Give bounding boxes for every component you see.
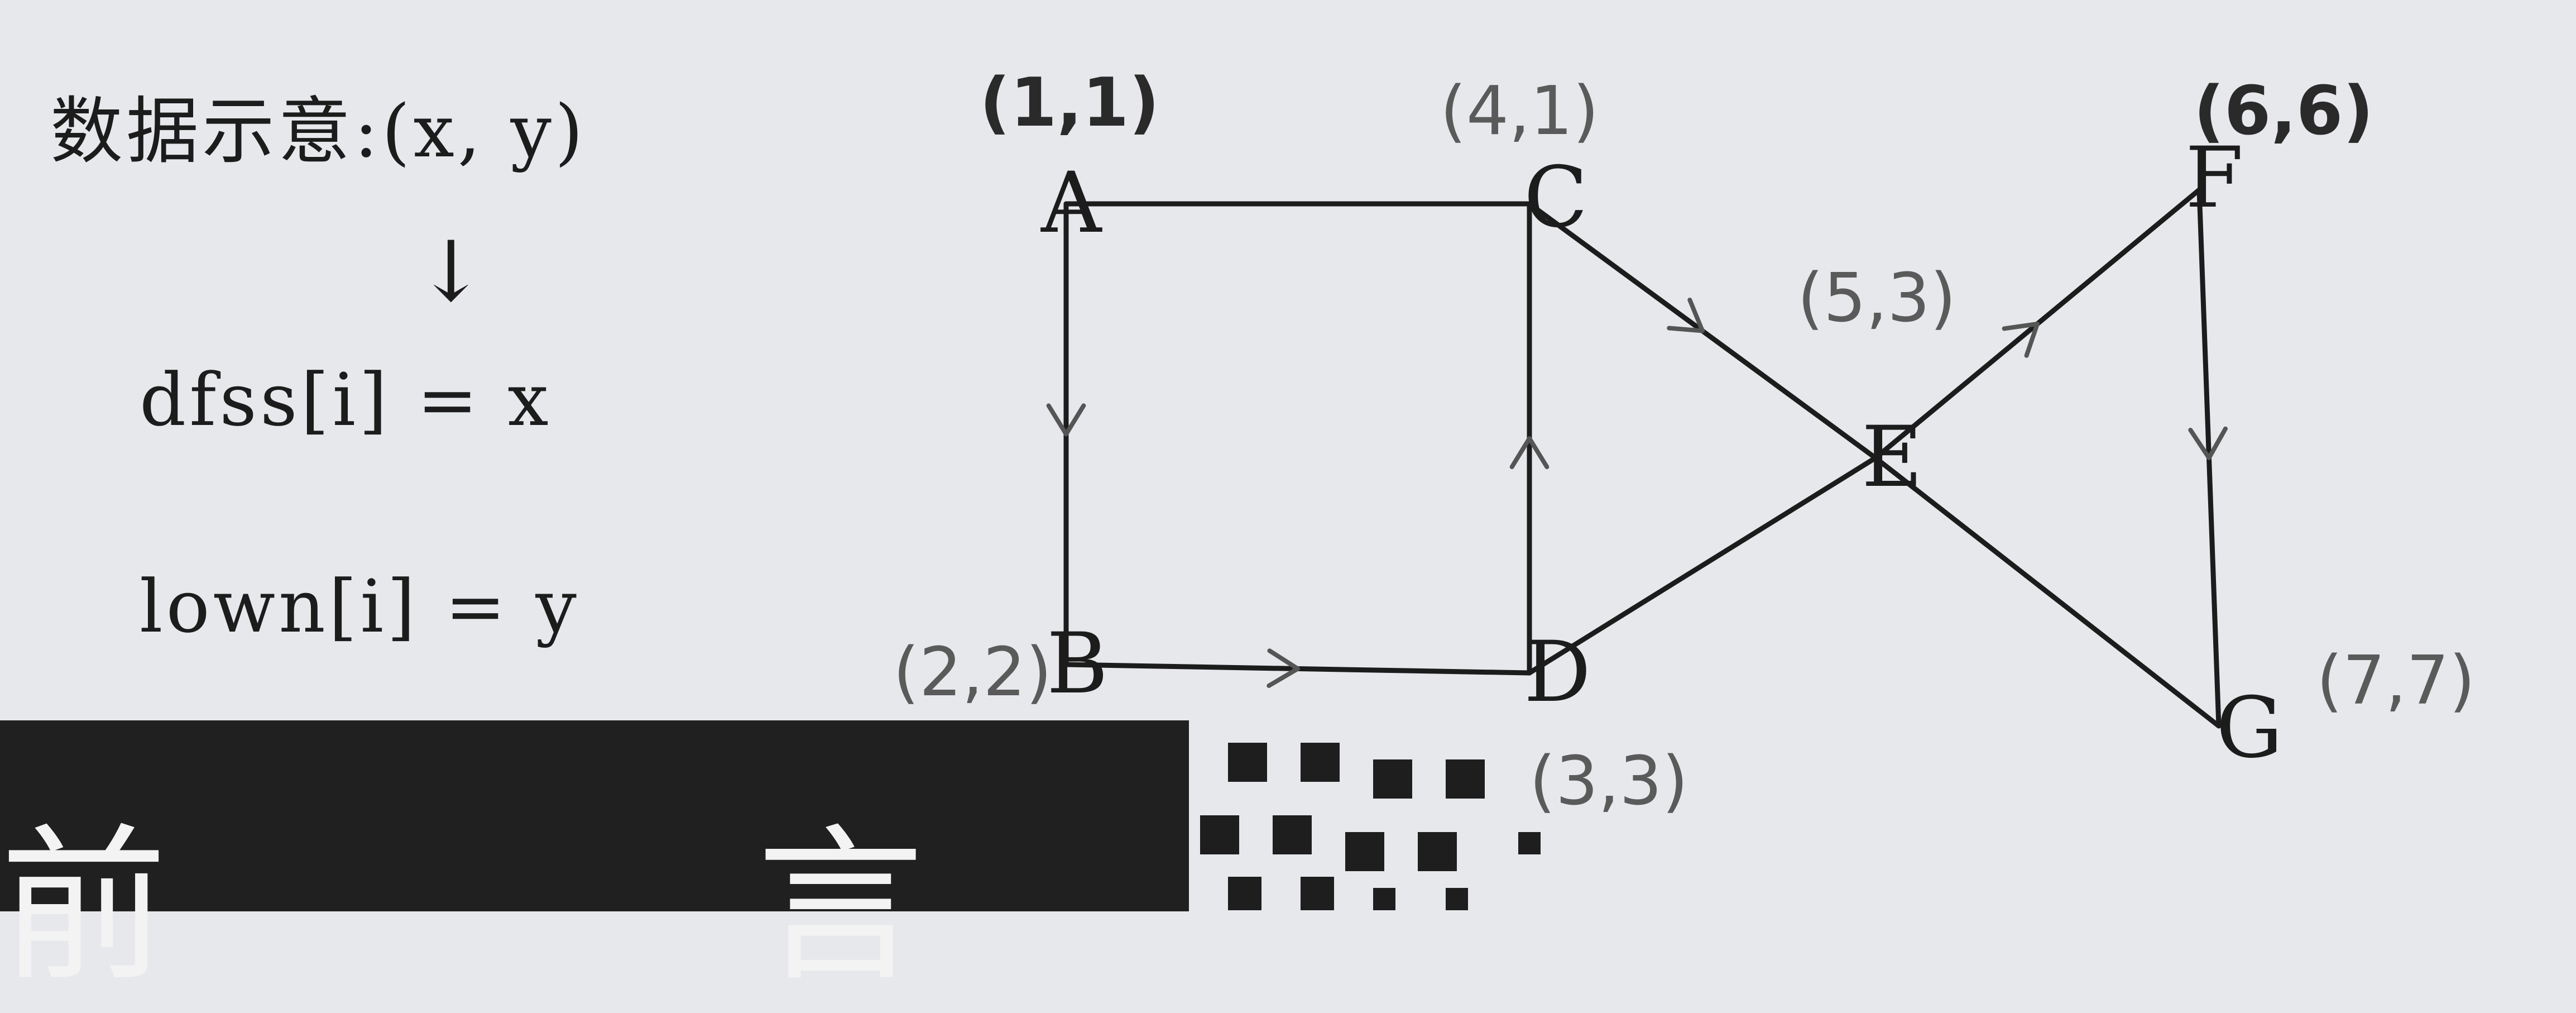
edge-arrow-C-E bbox=[1667, 297, 1705, 333]
checker-square bbox=[1373, 759, 1412, 799]
node-coordinate: (1,1) bbox=[980, 64, 1159, 142]
checker-square bbox=[1200, 815, 1239, 854]
checker-square bbox=[1301, 743, 1340, 782]
node-D: D (3,3) bbox=[1524, 624, 1688, 820]
checker-square bbox=[1373, 888, 1395, 910]
node-label: E bbox=[1862, 409, 1923, 506]
edge-arrow-D-C bbox=[1509, 436, 1550, 470]
checker-square bbox=[1301, 877, 1334, 910]
edge-G-E bbox=[1873, 455, 2222, 729]
node-A: A (1,1) bbox=[980, 64, 1159, 252]
node-B: B(2,2) bbox=[893, 615, 1108, 713]
node-coordinate: (2,2) bbox=[893, 634, 1052, 711]
node-E: E (5,3) bbox=[1797, 260, 1956, 506]
node-label: G bbox=[2216, 680, 2283, 777]
node-coordinate: (4,1) bbox=[1440, 73, 1599, 150]
checker-square bbox=[1273, 815, 1312, 854]
node-label: D bbox=[1524, 624, 1591, 721]
low-definition: lown[i] = y bbox=[140, 564, 580, 649]
checker-square bbox=[1228, 743, 1267, 782]
checker-square bbox=[1418, 832, 1457, 871]
nodes-layer: A (1,1) B(2,2) C(4,1) D (3,3) E (5,3) F(6,6) G (7,… bbox=[893, 64, 2475, 820]
node-coordinate: (5,3) bbox=[1797, 260, 1956, 337]
edge-arrow-A-B bbox=[1046, 403, 1086, 437]
edge-arrow-E-F bbox=[2002, 322, 2040, 358]
edge-arrow-F-G bbox=[2188, 426, 2228, 460]
dark-band bbox=[0, 720, 1189, 911]
checker-square bbox=[1446, 888, 1468, 910]
node-label: C bbox=[1524, 149, 1588, 246]
node-label: F bbox=[2185, 130, 2243, 227]
node-label: B bbox=[1047, 615, 1108, 713]
node-coordinate: (3,3) bbox=[1529, 743, 1688, 820]
node-G: G (7,7) bbox=[2216, 642, 2475, 777]
node-coordinate: (7,7) bbox=[2316, 642, 2475, 720]
dfs-definition: dfss[i] = x bbox=[140, 357, 552, 442]
node-F: F(6,6) bbox=[2185, 73, 2373, 227]
checker-square bbox=[1228, 877, 1261, 910]
checker-square bbox=[1518, 832, 1541, 854]
edge-D-E bbox=[1527, 455, 1878, 676]
node-C: C(4,1) bbox=[1440, 73, 1599, 246]
checker-pattern bbox=[1200, 743, 1541, 910]
node-coordinate: (6,6) bbox=[2194, 73, 2373, 150]
checker-square bbox=[1446, 759, 1485, 799]
graph-diagram: A (1,1) B(2,2) C(4,1) D (3,3) E (5,3) F(6,6) G (7,… bbox=[893, 64, 2475, 910]
down-arrow-icon: ↓ bbox=[416, 223, 490, 321]
node-label: A bbox=[1040, 155, 1102, 252]
data-legend-title: 数据示意:(x, y) bbox=[50, 89, 587, 174]
notebook-page: 数据示意:(x, y) ↓ dfss[i] = x lown[i] = y 前 … bbox=[0, 64, 2475, 1004]
checker-square bbox=[1345, 832, 1384, 871]
edge-arrow-B-D bbox=[1267, 648, 1300, 688]
edges-layer bbox=[1046, 187, 2228, 729]
